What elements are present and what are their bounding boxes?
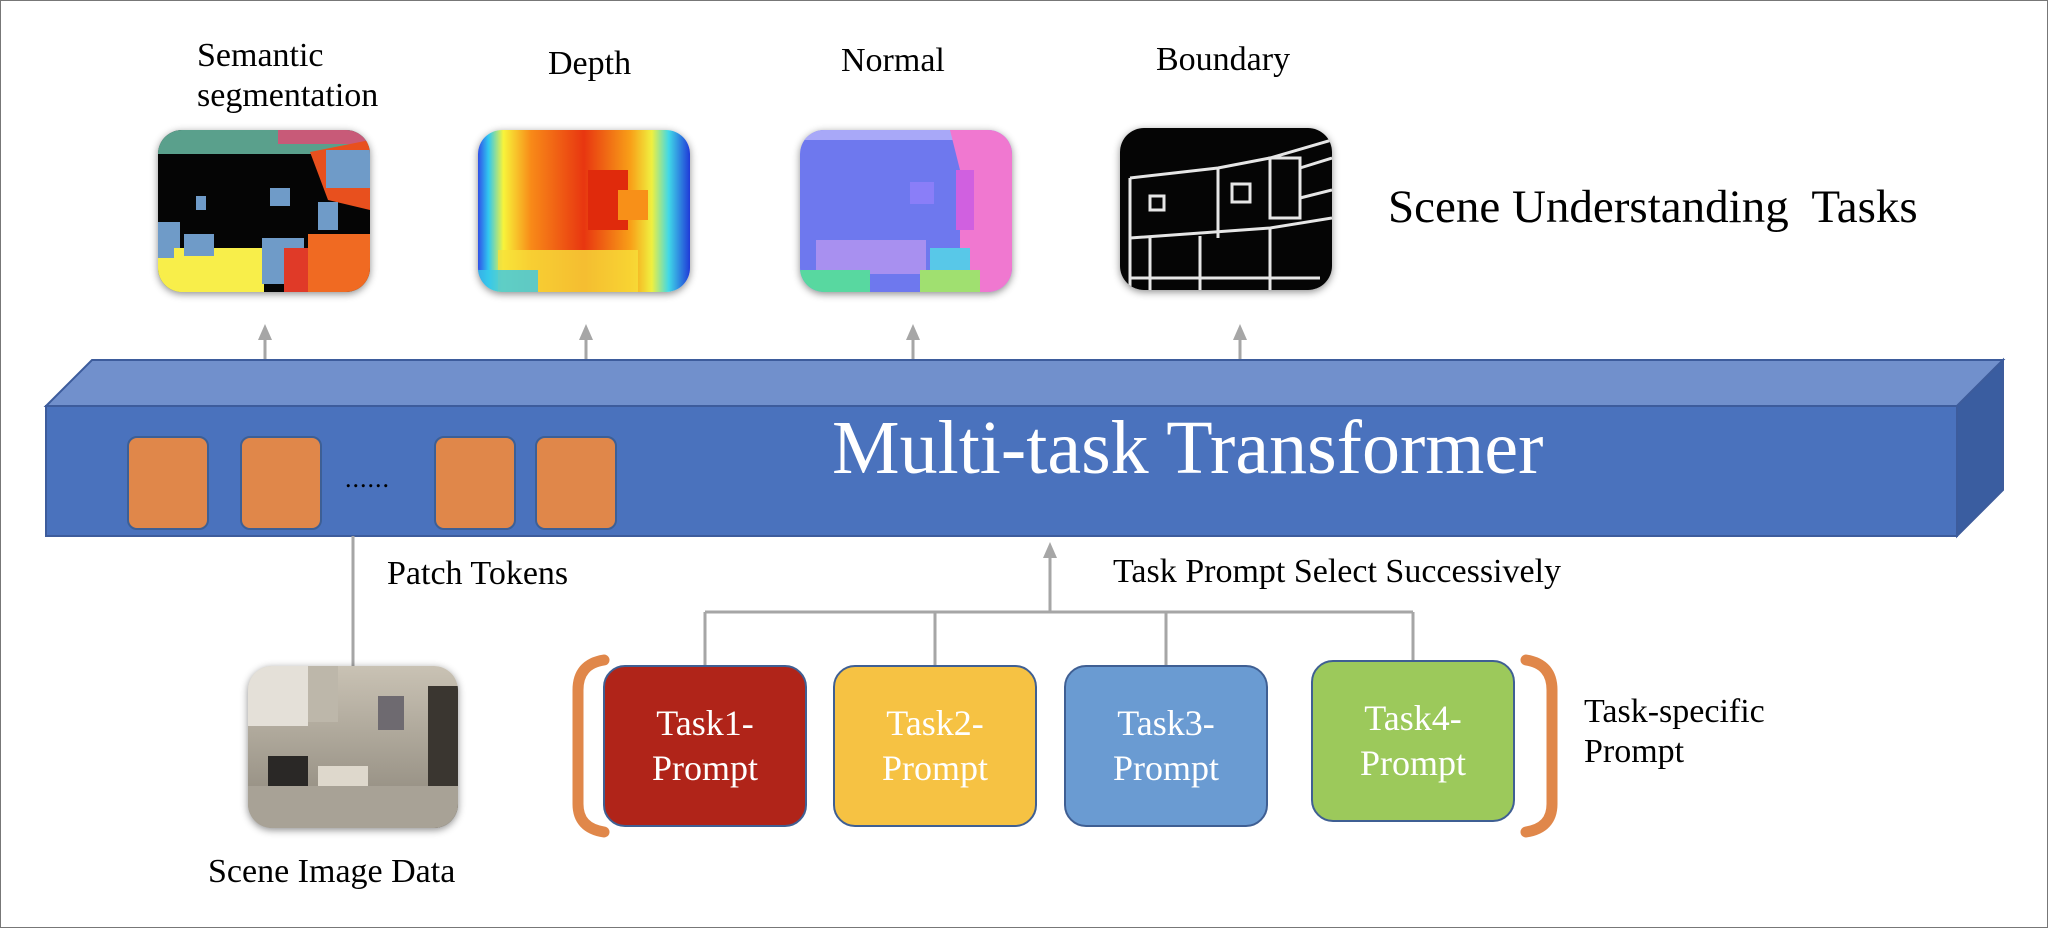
task1-prompt-line1: Task1- [656,703,754,743]
task3-prompt-line1: Task3- [1117,703,1215,743]
scene-image [248,666,458,828]
depth-output-image [478,130,690,292]
task-specific-line2: Prompt [1584,733,1685,771]
semantic-label-line2: segmentation [197,77,379,115]
semantic-label-line1: Semantic [197,37,324,74]
transformer-title: Multi-task Transformer [832,406,1544,490]
semantic-segmentation-output-image [158,130,370,292]
semantic-segmentation-label: Semantic segmentation [197,36,378,116]
patch-tokens-label: Patch Tokens [387,555,569,592]
boundary-output-image [1120,128,1332,290]
scene-image-data-label: Scene Image Data [208,853,456,890]
task2-prompt-line1: Task2- [886,703,984,743]
normal-label: Normal [841,42,945,79]
task3-prompt: Task3- Prompt [1064,665,1268,827]
patch-token [240,436,322,530]
task1-prompt: Task1- Prompt [603,665,807,827]
task1-prompt-line2: Prompt [651,748,758,788]
task-prompt-select-label: Task Prompt Select Successively [1113,553,1562,590]
depth-label: Depth [548,45,632,82]
task4-prompt: Task4- Prompt [1311,660,1515,822]
task-specific-prompt-label: Task-specific Prompt [1584,692,1765,772]
patch-token [535,436,617,530]
patch-token [434,436,516,530]
boundary-label: Boundary [1156,41,1291,78]
normal-output-image [800,130,1012,292]
task-specific-line1: Task-specific [1584,693,1765,730]
task3-prompt-line2: Prompt [1112,748,1219,788]
token-ellipsis: ...... [345,464,390,493]
task2-prompt: Task2- Prompt [833,665,1037,827]
task4-prompt-line1: Task4- [1364,698,1462,738]
task4-prompt-line2: Prompt [1359,743,1466,783]
patch-token [127,436,209,530]
scene-understanding-tasks-title: Scene Understanding Tasks [1388,181,1918,233]
task2-prompt-line2: Prompt [881,748,988,788]
